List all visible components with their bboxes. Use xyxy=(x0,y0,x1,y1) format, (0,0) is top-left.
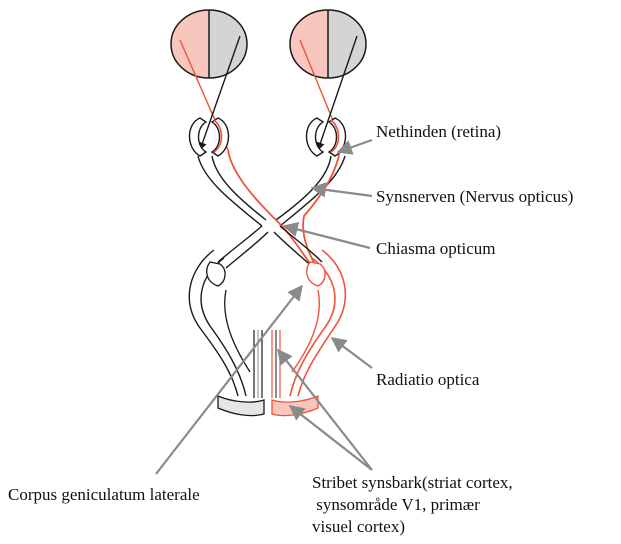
label-stribet-line1: Stribet synsbark(striat cortex, xyxy=(312,473,513,492)
label-optic-nerve: Synsnerven (Nervus opticus) xyxy=(376,187,573,206)
optic-nerves xyxy=(198,150,345,270)
label-radiatio: Radiatio optica xyxy=(376,370,480,389)
right-optic-radiation xyxy=(290,250,345,396)
radiatio-pointer xyxy=(332,338,372,368)
label-retina: Nethinden (retina) xyxy=(376,122,501,141)
label-corpus-geniculatum: Corpus geniculatum laterale xyxy=(8,485,200,504)
pointer-arrows xyxy=(156,140,372,474)
label-stribet-line3: visuel cortex) xyxy=(312,517,405,536)
left-optic-radiation xyxy=(189,250,250,396)
stribet-pointer-lower xyxy=(290,406,372,470)
label-chiasma: Chiasma opticum xyxy=(376,239,495,258)
label-stribet-line2: synsområde V1, primær xyxy=(312,495,480,514)
